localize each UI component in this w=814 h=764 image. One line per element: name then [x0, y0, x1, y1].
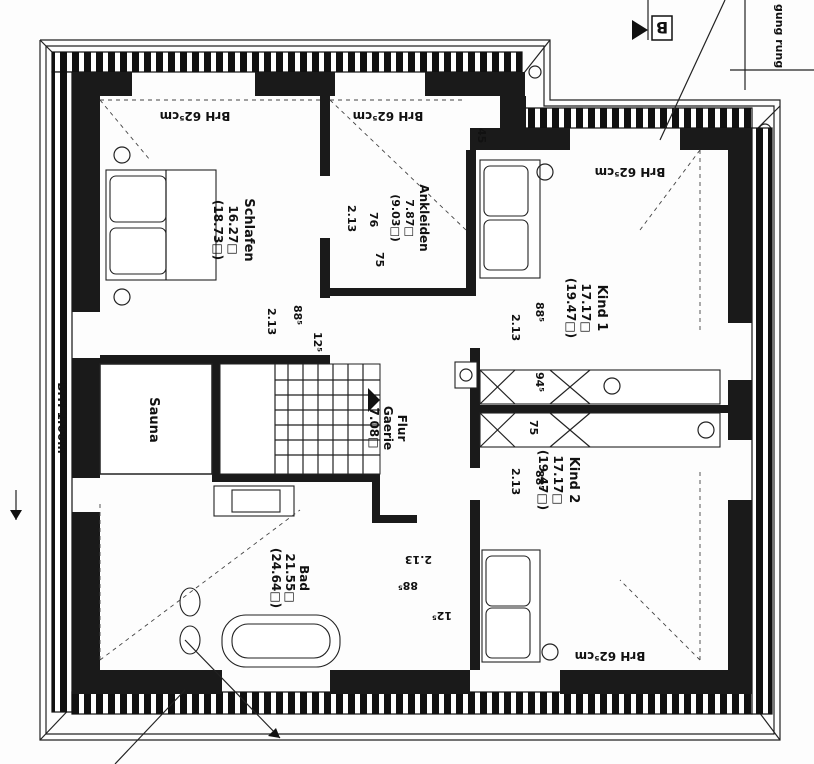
dim-213-c: 2.13	[509, 314, 522, 341]
walls	[72, 72, 752, 694]
kind1-area-alt: (19.47□)	[564, 278, 578, 338]
corner-text: gung rung	[773, 4, 786, 68]
staircase	[219, 363, 381, 475]
bed-kind1	[479, 159, 554, 279]
brh-kind2: BrH 62⁵cm	[575, 649, 646, 663]
dim-213-e: 2.13	[405, 553, 432, 566]
sauna-cabin	[99, 363, 213, 475]
dim-75-a: 75	[373, 252, 386, 267]
insulation-band	[51, 51, 773, 715]
schlafen-area-alt: (18.73□)	[211, 200, 225, 260]
dim-885-b: 88⁵	[533, 302, 546, 322]
sauna-name: Sauna	[146, 397, 161, 442]
kind2-name: Kind 2	[566, 457, 581, 504]
dim-125-a: 12⁵	[311, 332, 324, 352]
kind1-area: 17.17□	[579, 283, 593, 332]
wardrobes	[454, 361, 721, 448]
dimension-labels: 45 2.13 76 75 2.13 88⁵ 12⁵ 88⁵ 2.13 94⁵ …	[265, 128, 546, 622]
flur-area: 7.08□	[367, 408, 381, 449]
section-marker-label: B	[656, 18, 668, 37]
bath-fixtures	[179, 485, 341, 668]
dim-76: 76	[367, 212, 380, 228]
brh-schlafen: BrH 62⁵cm	[160, 109, 231, 123]
brh-left: BrH 1.00m	[55, 382, 69, 453]
brh-kind1: BrH 62⁵cm	[595, 165, 666, 179]
room-labels: Schlafen 16.27□ (18.73□) Ankleiden 7.87□…	[146, 184, 609, 608]
ankleiden-name: Ankleiden	[417, 184, 431, 251]
dim-885-c: 88⁵	[533, 470, 546, 490]
section-lines	[10, 0, 814, 764]
kind2-area: 17.17□	[551, 455, 565, 504]
dim-213-d: 2.13	[509, 468, 522, 495]
dim-945: 94⁵	[533, 372, 546, 392]
kind1-name: Kind 1	[594, 285, 609, 332]
dim-885-d: 88⁵	[398, 579, 418, 592]
brh-ankleiden: BrH 62⁵cm	[353, 109, 424, 123]
bed-schlafen	[105, 146, 217, 306]
bad-area: 21.55□	[283, 553, 297, 602]
dim-213-a: 2.13	[345, 205, 358, 232]
schlafen-area: 16.27□	[226, 205, 240, 254]
section-marker: B	[651, 15, 673, 41]
dim-213-b: 2.13	[265, 308, 278, 335]
dim-885-a: 88⁵	[291, 305, 304, 325]
dim-45: 45	[475, 128, 488, 143]
bad-area-alt: (24.64□)	[269, 548, 283, 608]
flur-name: Flur	[395, 415, 409, 442]
dim-75-b: 75	[527, 420, 540, 435]
schlafen-name: Schlafen	[241, 198, 256, 261]
ankleiden-area: 7.87□	[403, 199, 416, 237]
brh-labels: BrH 62⁵cm BrH 62⁵cm BrH 62⁵cm BrH 62⁵cm …	[55, 109, 665, 663]
flur-sub: Gaerie	[381, 406, 395, 450]
bad-name: Bad	[297, 565, 311, 591]
bed-kind2	[481, 549, 559, 663]
slope-lines	[99, 99, 701, 661]
dim-125-b: 12⁵	[432, 609, 452, 622]
ankleiden-area-alt: (9.03□)	[389, 194, 402, 242]
corner-text-group: gung rung	[773, 4, 786, 68]
kind2-area-alt: (19.47□)	[536, 450, 550, 510]
